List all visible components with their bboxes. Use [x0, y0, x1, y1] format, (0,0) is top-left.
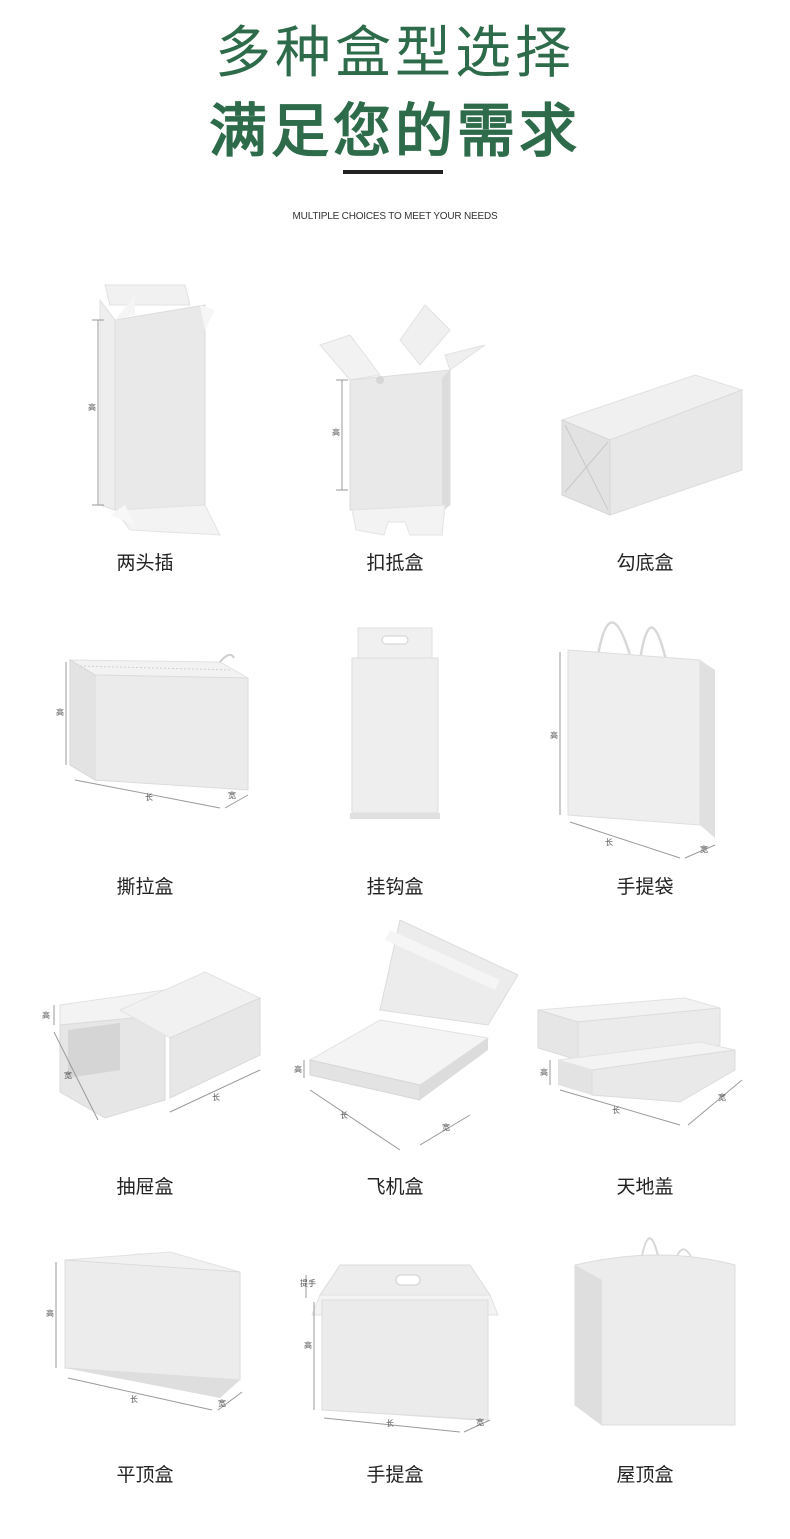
height-dim-label: 高 — [294, 1064, 302, 1074]
width-dim-label: 宽 — [442, 1122, 450, 1132]
box-label: 天地盖 — [616, 1176, 674, 1198]
gable-box-illustration — [574, 1237, 736, 1426]
width-dim-label: 宽 — [718, 1092, 726, 1102]
height-dim-label: 高 — [88, 402, 96, 412]
snap-lock-box-illustration: 高 — [319, 304, 486, 536]
title-divider — [343, 170, 443, 174]
box-label: 手提袋 — [616, 876, 674, 898]
length-dim-label: 长 — [605, 837, 613, 847]
subtitle: MULTIPLE CHOICES TO MEET YOUR NEEDS — [292, 211, 498, 222]
mailer-box-illustration: 高 长 宽 — [294, 920, 519, 1151]
handle-box-illustration: 提手 高 长 宽 — [300, 1264, 499, 1433]
box-card-crash-lock: 勾底盒 — [520, 260, 770, 580]
width-dim-label: 宽 — [228, 790, 236, 800]
box-label: 飞机盒 — [366, 1176, 424, 1198]
box-card-hang-tab: 挂钩盒 — [270, 600, 520, 900]
box-label: 撕拉盒 — [116, 876, 174, 898]
height-dim-label: 高 — [550, 730, 558, 740]
width-dim-label: 宽 — [700, 844, 708, 854]
flat-top-box-illustration: 高 长 宽 — [46, 1251, 243, 1411]
lid-and-base-box-illustration: 高 长 宽 — [537, 997, 743, 1126]
hang-tab-box-illustration — [350, 627, 440, 819]
box-card-tear-strip: 高 长 宽 撕拉盒 — [20, 600, 270, 900]
paper-bag-illustration: 高 长 宽 — [550, 621, 716, 859]
box-label: 抽屉盒 — [116, 1176, 174, 1198]
length-dim-label: 长 — [612, 1105, 620, 1115]
width-dim-label: 宽 — [64, 1070, 72, 1080]
box-card-flat-top: 高 长 宽 平顶盒 — [20, 1220, 270, 1520]
box-card-two-end-tuck: 高 两头插 — [20, 260, 270, 580]
width-dim-label: 宽 — [476, 1417, 484, 1427]
box-label: 挂钩盒 — [366, 876, 424, 898]
box-label: 手提盒 — [366, 1464, 424, 1486]
drawer-box-illustration: 高 宽 长 — [42, 971, 262, 1121]
crash-lock-box-illustration — [560, 374, 744, 516]
box-card-paper-bag: 高 长 宽 手提袋 — [520, 600, 770, 900]
box-card-snap-lock: 高 扣抵盒 — [270, 260, 520, 580]
height-dim-label: 高 — [56, 707, 64, 717]
length-dim-label: 长 — [386, 1418, 394, 1428]
height-dim-label: 高 — [304, 1340, 312, 1350]
height-dim-label: 高 — [540, 1067, 548, 1077]
box-label: 扣抵盒 — [366, 552, 424, 574]
title-line-1: 多种盒型选择 — [215, 21, 575, 86]
box-card-lid-and-base: 高 长 宽 天地盖 — [520, 920, 770, 1210]
box-label: 两头插 — [116, 552, 174, 574]
box-label: 平顶盒 — [116, 1464, 174, 1486]
length-dim-label: 长 — [212, 1092, 220, 1102]
box-card-handle-box: 提手 高 长 宽 手提盒 — [270, 1220, 520, 1520]
height-dim-label: 高 — [332, 427, 340, 437]
box-card-mailer: 高 长 宽 飞机盒 — [270, 920, 520, 1210]
height-dim-label: 高 — [42, 1010, 50, 1020]
height-dim-label: 高 — [46, 1308, 54, 1318]
two-end-tuck-box-illustration: 高 — [88, 284, 221, 536]
length-dim-label: 长 — [145, 792, 153, 802]
handle-dim-label: 提手 — [300, 1278, 316, 1288]
tear-strip-box-illustration: 高 长 宽 — [56, 653, 249, 809]
title-line-2: 满足您的需求 — [208, 97, 581, 165]
box-card-drawer: 高 宽 长 抽屉盒 — [20, 920, 270, 1210]
box-label: 屋顶盒 — [616, 1464, 674, 1486]
box-label: 勾底盒 — [616, 552, 674, 574]
length-dim-label: 长 — [130, 1394, 138, 1404]
box-card-gable-box: 屋顶盒 — [520, 1220, 770, 1520]
width-dim-label: 宽 — [218, 1398, 226, 1408]
length-dim-label: 长 — [340, 1110, 348, 1120]
